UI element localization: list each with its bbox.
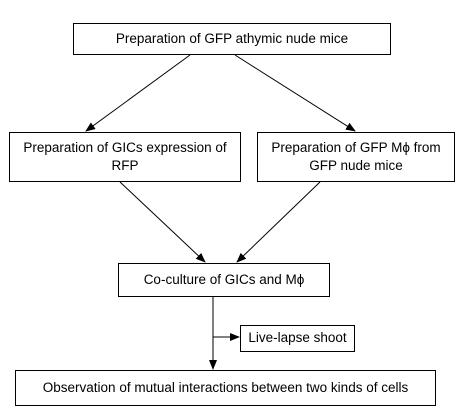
node-observation: Observation of mutual interactions betwe… (15, 370, 436, 406)
arrow-top-to-left (85, 54, 191, 132)
node-coculture: Co-culture of GICs and Mϕ (118, 263, 330, 297)
node-live-lapse-label: Live-lapse shoot (248, 330, 347, 346)
node-gfp-macrophage: Preparation of GFP Mϕ from GFP nude mice (257, 132, 455, 182)
arrow-right-to-coculture (236, 181, 321, 263)
node-observation-label: Observation of mutual interactions betwe… (42, 379, 409, 395)
node-gfp-nude-mice-label: Preparation of GFP athymic nude mice (115, 30, 349, 46)
arrow-top-to-right (234, 54, 356, 132)
node-gfp-macrophage-label: Preparation of GFP Mϕ from GFP nude mice (271, 139, 441, 173)
node-gics-rfp: Preparation of GICs expression of RFP (9, 132, 241, 182)
node-coculture-label: Co-culture of GICs and Mϕ (143, 271, 305, 287)
node-live-lapse: Live-lapse shoot (240, 325, 355, 352)
node-gfp-nude-mice: Preparation of GFP athymic nude mice (73, 23, 391, 55)
arrow-left-to-coculture (119, 181, 206, 263)
node-gics-rfp-label: Preparation of GICs expression of RFP (23, 139, 227, 173)
